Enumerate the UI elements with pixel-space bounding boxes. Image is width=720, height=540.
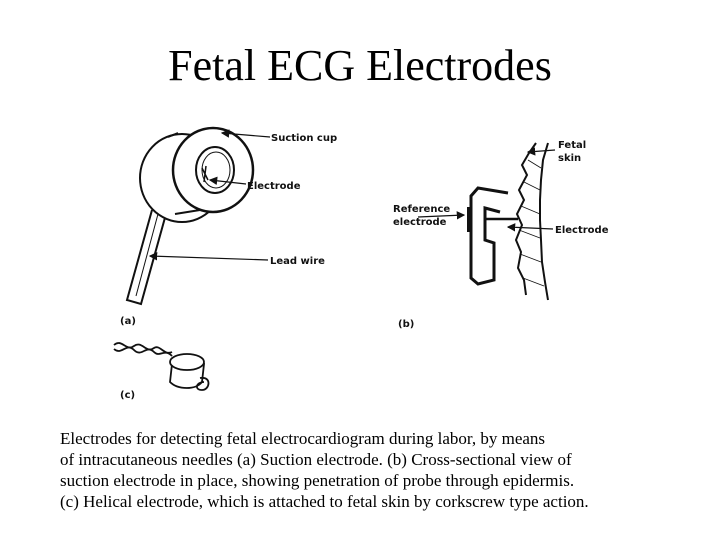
reference-electrode-label-line2: electrode <box>393 217 447 228</box>
suction-electrode-drawing <box>125 126 255 306</box>
suction-cup-label: Suction cup <box>271 133 337 144</box>
fetal-skin-drawing <box>514 142 549 301</box>
panel-a-tag: (a) <box>120 316 136 327</box>
helical-electrode-drawing <box>113 342 210 391</box>
electrode-label-b: Electrode <box>555 225 609 236</box>
caption-line: of intracutaneous needles (a) Suction el… <box>60 450 572 469</box>
reference-electrode-label-line1: Reference <box>393 204 450 215</box>
caption-line: suction electrode in place, showing pene… <box>60 471 575 490</box>
suction-electrode-section <box>467 186 518 286</box>
electrode-figure: Suction cup Electrode Lead wire (a) Feta… <box>113 126 609 401</box>
panel-a-leaders <box>148 129 271 261</box>
caption-line: (c) Helical electrode, which is attached… <box>60 492 589 511</box>
slide-title: Fetal ECG Electrodes <box>168 41 552 90</box>
lead-wire-label: Lead wire <box>270 256 325 267</box>
fetal-skin-label-line1: Fetal <box>558 140 586 151</box>
panel-b-tag: (b) <box>398 319 414 330</box>
electrode-label-a: Electrode <box>247 181 301 192</box>
figure-caption: Electrodes for detecting fetal electroca… <box>60 428 710 512</box>
panel-c-tag: (c) <box>120 390 135 401</box>
panel-b-leaders <box>417 147 556 232</box>
caption-line: Electrodes for detecting fetal electroca… <box>60 429 546 448</box>
fetal-skin-label-line2: skin <box>558 153 581 164</box>
